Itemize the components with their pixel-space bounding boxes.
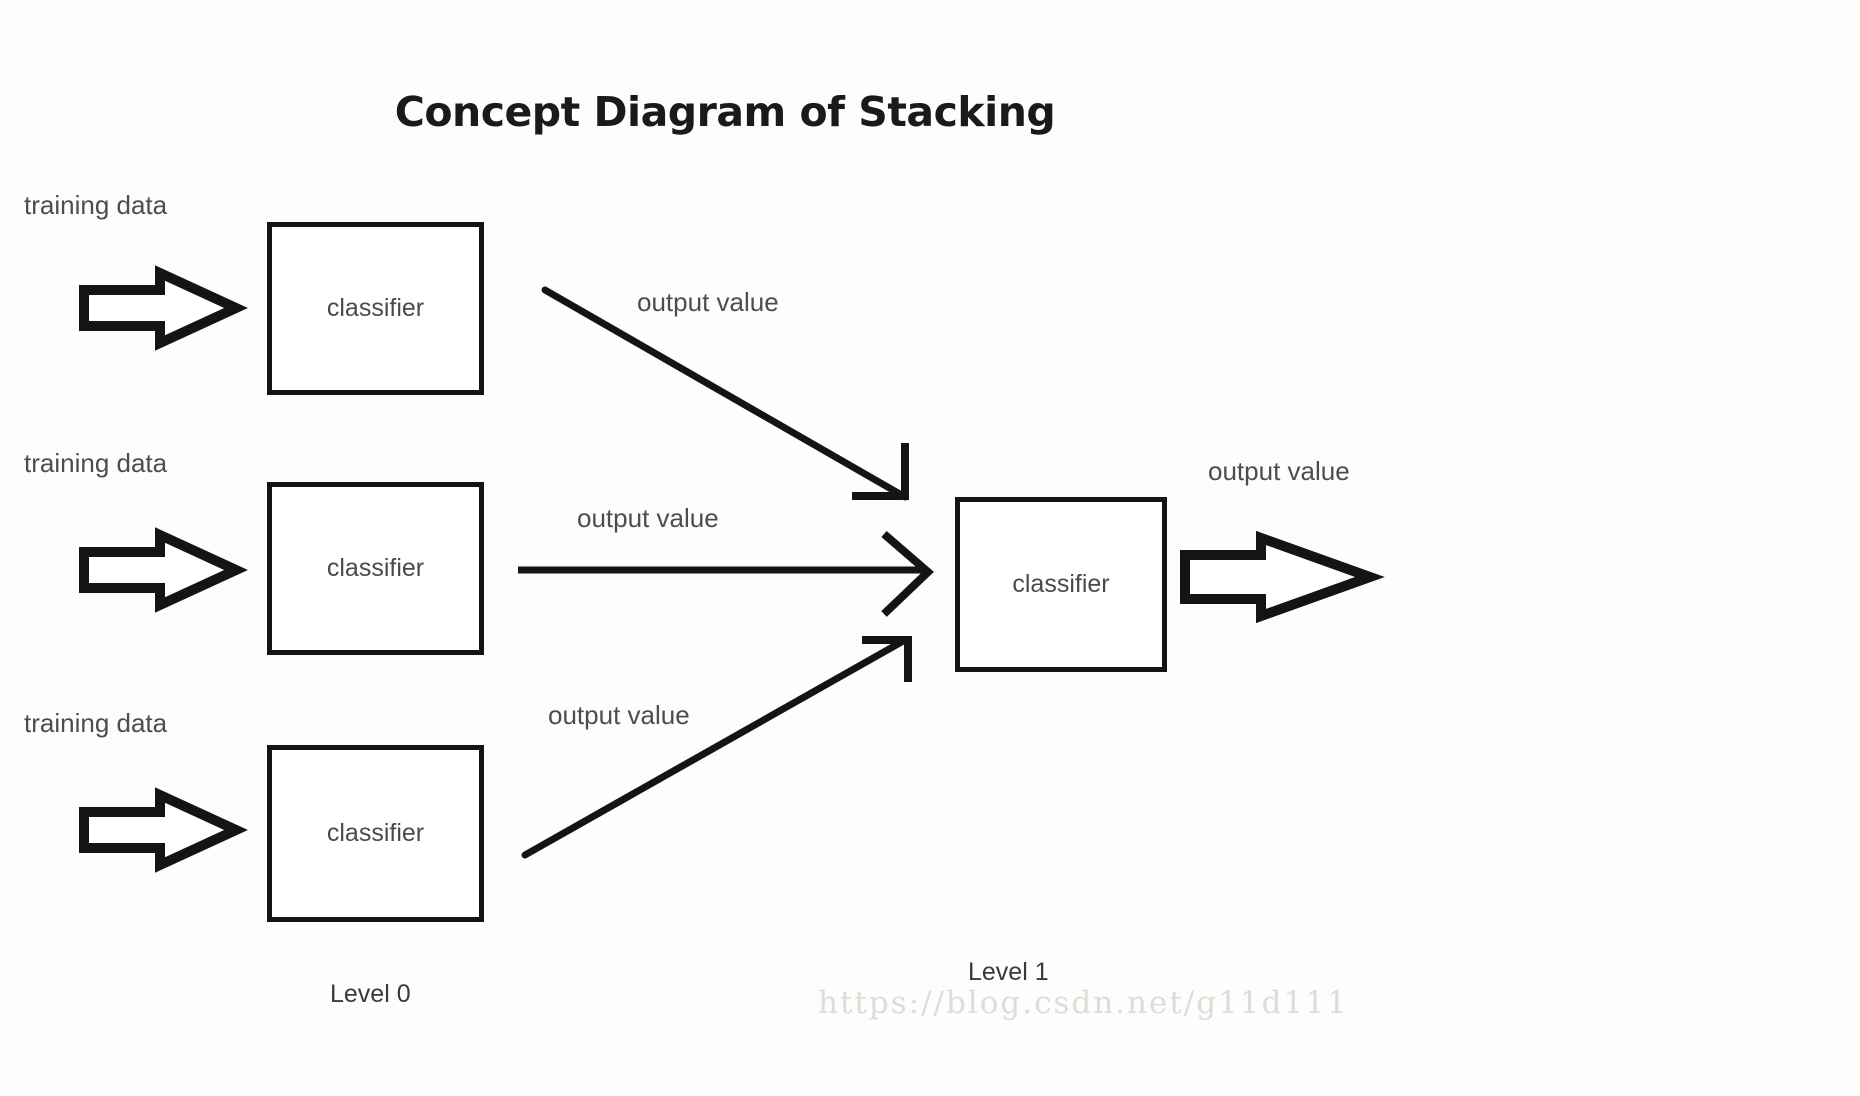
output-value-label-3: output value bbox=[548, 700, 690, 730]
level0-caption: Level 0 bbox=[330, 980, 411, 1008]
block-arrow-right-icon-input-2 bbox=[79, 527, 248, 613]
watermark-text: https://blog.csdn.net/g11d111 bbox=[818, 985, 1349, 1021]
level0-classifier-label-1: classifier bbox=[326, 294, 425, 322]
level1-caption: Level 1 bbox=[968, 958, 1049, 986]
connector-line-3 bbox=[521, 636, 912, 859]
block-arrow-right-icon-input-1 bbox=[79, 265, 248, 351]
level1-classifier-box[interactable]: classifier bbox=[955, 497, 1167, 672]
connector-line-2 bbox=[518, 530, 934, 617]
level0-classifier-label-3: classifier bbox=[326, 819, 425, 847]
block-arrow-right-icon-output bbox=[1180, 530, 1385, 624]
training-data-label-3: training data bbox=[24, 708, 168, 738]
page-title: Concept Diagram of Stacking bbox=[394, 88, 1056, 136]
output-value-label-2: output value bbox=[577, 503, 719, 533]
level0-classifier-box-1[interactable]: classifier bbox=[267, 222, 484, 395]
block-arrow-right-icon-input-3 bbox=[79, 787, 248, 873]
level1-classifier-label: classifier bbox=[1012, 570, 1110, 598]
final-output-value-label: output value bbox=[1208, 456, 1350, 486]
level0-classifier-label-2: classifier bbox=[326, 554, 425, 582]
level0-classifier-box-3[interactable]: classifier bbox=[267, 745, 484, 922]
output-value-label-1: output value bbox=[637, 287, 779, 317]
training-data-label-2: training data bbox=[24, 448, 168, 478]
connector-line-1 bbox=[541, 286, 909, 501]
training-data-label-1: training data bbox=[24, 190, 168, 220]
level0-classifier-box-2[interactable]: classifier bbox=[267, 482, 484, 655]
